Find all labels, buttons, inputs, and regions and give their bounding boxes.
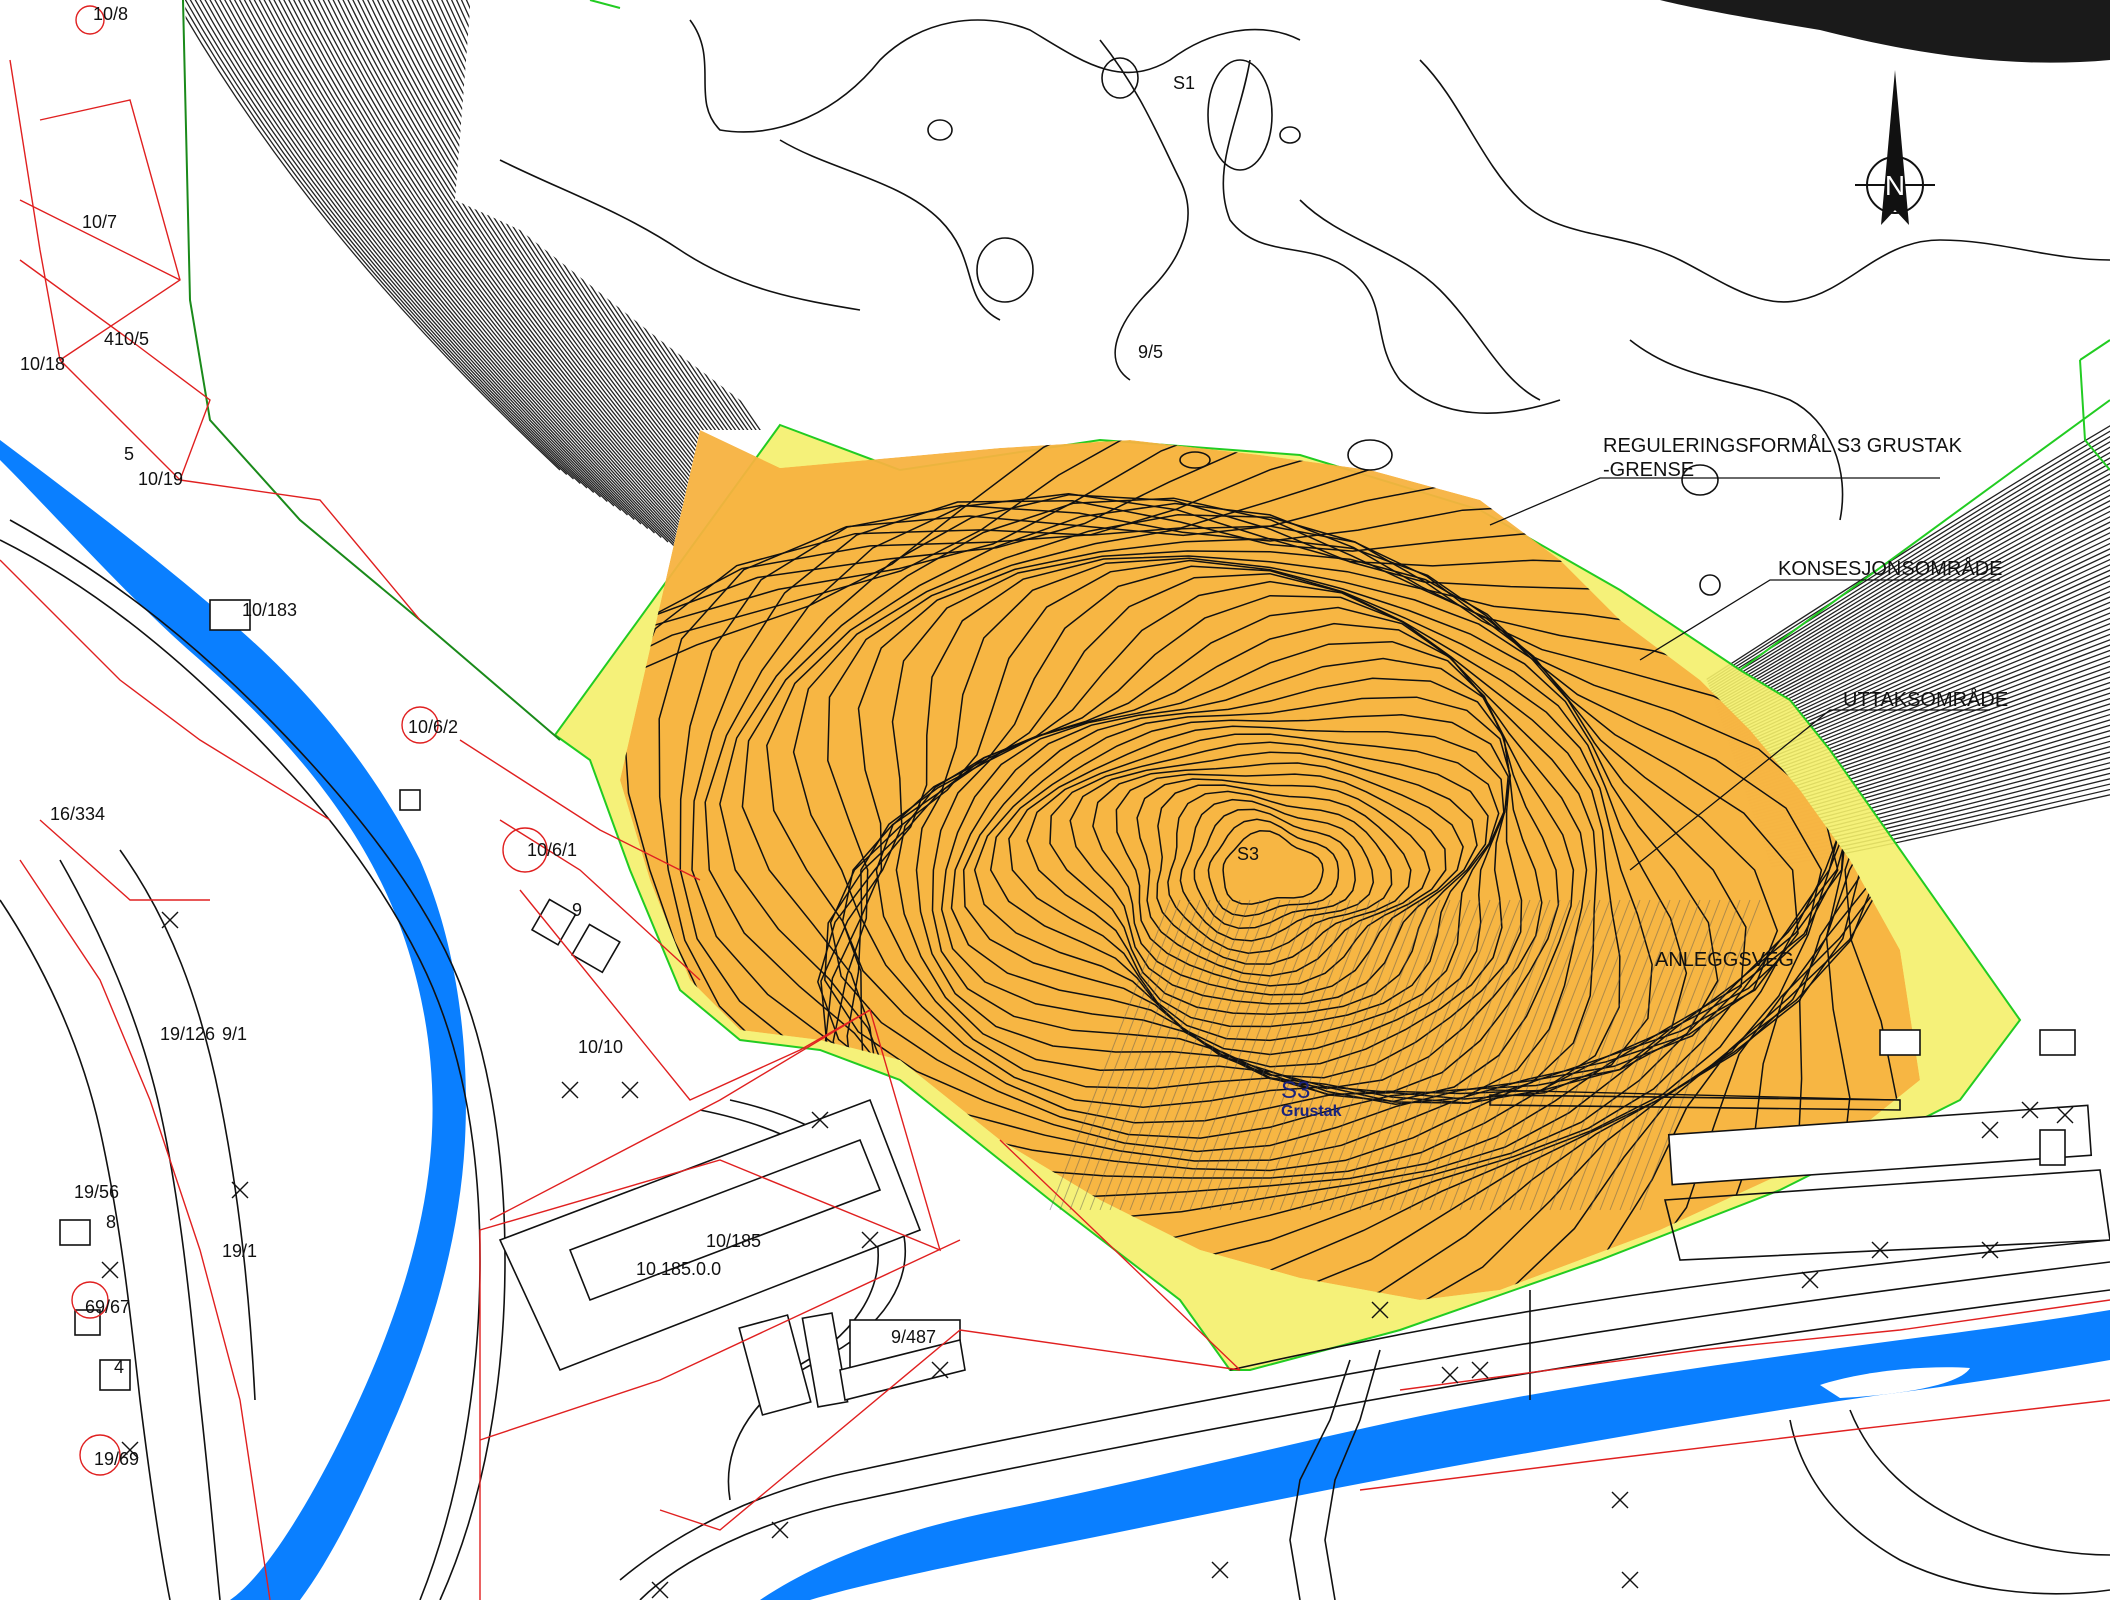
parcel-label: 10/6/2: [408, 717, 458, 737]
label-zone-s1: S1: [1173, 73, 1195, 93]
site-code: S3: [1281, 1077, 1310, 1104]
parcel-label: 19/56: [74, 1182, 119, 1202]
river-sandbar-left: [300, 1080, 339, 1230]
roads-and-terrain-lines: [0, 519, 2110, 1600]
parcel-label: 19/1: [222, 1241, 257, 1261]
extraction-area: [620, 430, 1920, 1300]
parcel-label: 10.185.0.0: [636, 1259, 721, 1279]
parcel-label: 410/5: [104, 329, 149, 349]
extraction-contours: [620, 430, 1920, 1300]
dense-contours-top-right: [1660, 0, 2110, 63]
parcel-label: 10/185: [706, 1231, 761, 1251]
boundary-markers: [101, 911, 2074, 1599]
label-extraction-area: UTTAKSOMRÅDE: [1843, 688, 2008, 711]
label-regulation-purpose: REGULERINGSFORMÅL S3 GRUSTAK: [1603, 434, 1963, 457]
buildings: [59, 599, 2093, 1416]
label-regulation-boundary: -GRENSE: [1603, 459, 1694, 481]
label-access-road: ANLEGGSVEG: [1655, 949, 1794, 971]
label-zone-s3: S3: [1237, 844, 1259, 864]
parcel-label: 10/18: [20, 354, 65, 374]
parcel-label: 9/5: [1138, 342, 1163, 362]
label-concession-area: KONSESJONSOMRÅDE: [1778, 557, 2002, 580]
property-lines: [0, 5, 2110, 1600]
regulation-boundary-west: [182, 0, 561, 741]
parcel-label: 19/69: [94, 1449, 139, 1469]
parcel-label: 10/183: [242, 600, 297, 620]
north-arrow-icon: N: [1855, 70, 1935, 225]
parcel-label: 10/19: [138, 469, 183, 489]
parcel-label: 9/1: [222, 1024, 247, 1044]
parcel-labels: 10/8 10/7 410/5 10/18 5 10/19 10/183 10/…: [20, 4, 1163, 1469]
parcel-label: 10/7: [82, 212, 117, 232]
parcel-label: 16/334: [50, 804, 105, 824]
parcel-label: 10/10: [578, 1037, 623, 1057]
parcel-label: 19/126: [160, 1024, 215, 1044]
site-name: Grustak: [1281, 1103, 1342, 1120]
regulation-boundary: [589, 0, 621, 9]
parcel-label: 10/6/1: [527, 840, 577, 860]
parcel-label: 9: [572, 900, 582, 920]
parcel-label: 69/67: [85, 1297, 130, 1317]
river-left: [0, 440, 466, 1600]
parcel-label: 8: [106, 1212, 116, 1232]
parcel-label: 4: [114, 1357, 124, 1377]
annotation-leaders: [1489, 477, 2000, 1101]
river-right: [760, 1310, 2110, 1600]
parcel-label: 5: [124, 444, 134, 464]
north-label: N: [1885, 170, 1905, 201]
parcel-label: 10/8: [93, 4, 128, 24]
river-island: [1820, 1367, 1970, 1398]
contours-upper: [499, 19, 2110, 596]
hatched-sub-area: [1049, 899, 1761, 1211]
regulation-boundary-right: [1739, 339, 2110, 671]
parcel-label: 9/487: [891, 1327, 936, 1347]
